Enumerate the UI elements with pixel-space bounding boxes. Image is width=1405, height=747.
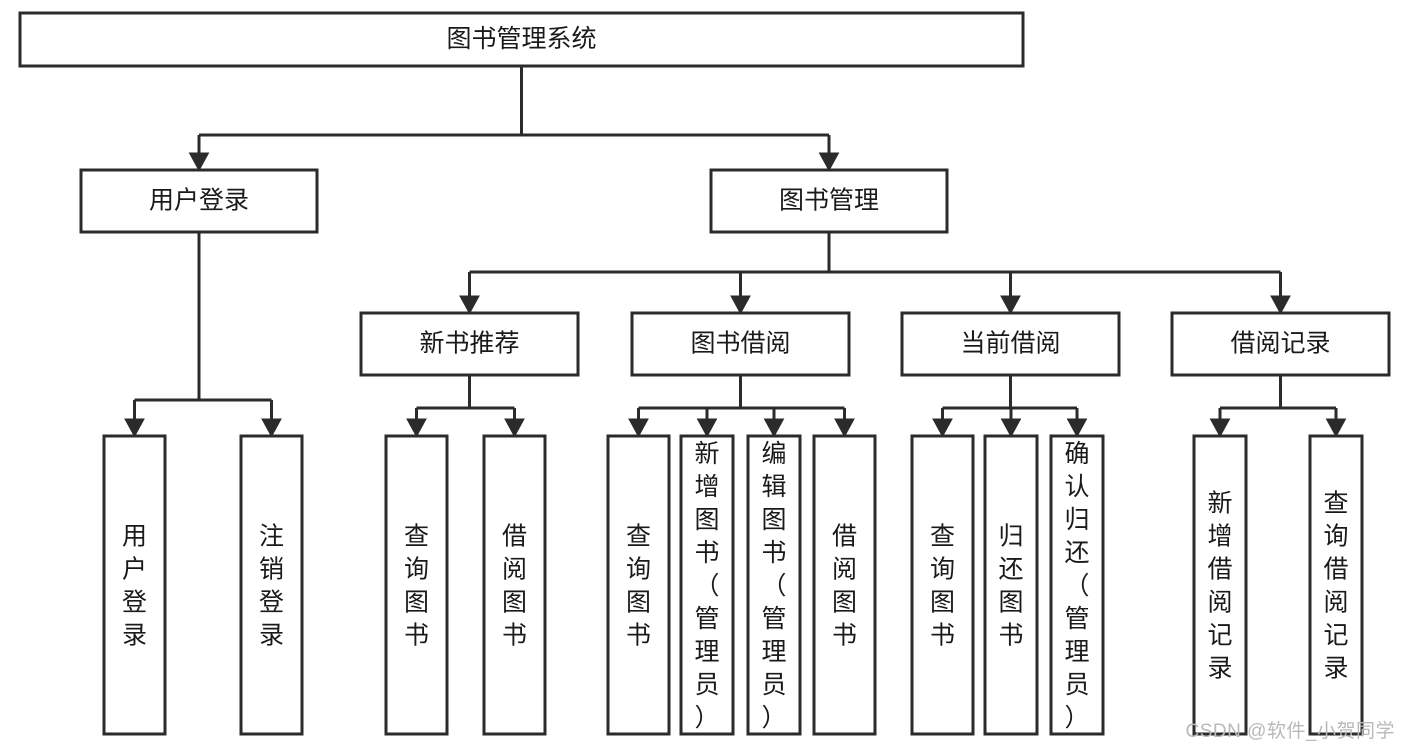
node-leaf-label-4: 查询图书 [626, 523, 651, 650]
node-root-label: 图书管理系统 [446, 25, 596, 53]
node-leaf-label-8: 查询图书 [930, 523, 955, 650]
node-level3-2[interactable]: 当前借阅 [900, 311, 1121, 377]
node-level3-1[interactable]: 图书借阅 [630, 311, 851, 377]
node-leaf-0[interactable]: 用户登录 [102, 434, 167, 736]
node-leaf-label-10: 确认归还（管理员） [1064, 440, 1089, 732]
node-leaf-12[interactable]: 查询借阅记录 [1308, 434, 1364, 736]
node-leaf-10[interactable]: 确认归还（管理员） [1049, 434, 1105, 736]
node-leaf-label-3: 借阅图书 [502, 523, 527, 650]
node-leaf-label-12: 查询借阅记录 [1323, 490, 1348, 683]
node-boxes: 图书管理系统用户登录图书管理新书推荐图书借阅当前借阅借阅记录用户登录注销登录查询… [18, 11, 1391, 736]
node-level3-3[interactable]: 借阅记录 [1170, 311, 1391, 377]
node-root[interactable]: 图书管理系统 [18, 11, 1025, 68]
node-leaf-6[interactable]: 编辑图书（管理员） [746, 434, 802, 736]
node-leaf-label-1: 注销登录 [259, 523, 284, 650]
node-leaf-7[interactable]: 借阅图书 [812, 434, 877, 736]
node-leaf-label-11: 新增借阅记录 [1207, 490, 1232, 683]
node-leaf-11[interactable]: 新增借阅记录 [1192, 434, 1248, 736]
node-leaf-label-5: 新增图书（管理员） [694, 440, 719, 732]
node-leaf-4[interactable]: 查询图书 [606, 434, 671, 736]
node-leaf-label-9: 归还图书 [998, 523, 1023, 650]
node-level3-label-2: 当前借阅 [960, 330, 1060, 358]
node-leaf-5[interactable]: 新增图书（管理员） [679, 434, 735, 736]
node-leaf-3[interactable]: 借阅图书 [482, 434, 547, 736]
node-leaf-1[interactable]: 注销登录 [239, 434, 304, 736]
node-leaf-label-2: 查询图书 [404, 523, 429, 650]
node-level2-label-0: 用户登录 [149, 187, 249, 215]
node-level2-1[interactable]: 图书管理 [709, 168, 949, 234]
node-level3-label-3: 借阅记录 [1230, 330, 1330, 358]
node-leaf-label-7: 借阅图书 [832, 523, 857, 650]
node-level2-0[interactable]: 用户登录 [79, 168, 319, 234]
node-level3-0[interactable]: 新书推荐 [359, 311, 580, 377]
connector-edges [124, 66, 1347, 438]
node-leaf-label-6: 编辑图书（管理员） [761, 440, 786, 732]
node-level3-label-0: 新书推荐 [419, 330, 519, 358]
node-leaf-9[interactable]: 归还图书 [983, 434, 1039, 736]
node-level2-label-1: 图书管理 [779, 187, 879, 215]
node-leaf-2[interactable]: 查询图书 [384, 434, 449, 736]
node-leaf-8[interactable]: 查询图书 [910, 434, 975, 736]
node-leaf-label-0: 用户登录 [122, 523, 147, 650]
node-level3-label-1: 图书借阅 [690, 330, 790, 358]
